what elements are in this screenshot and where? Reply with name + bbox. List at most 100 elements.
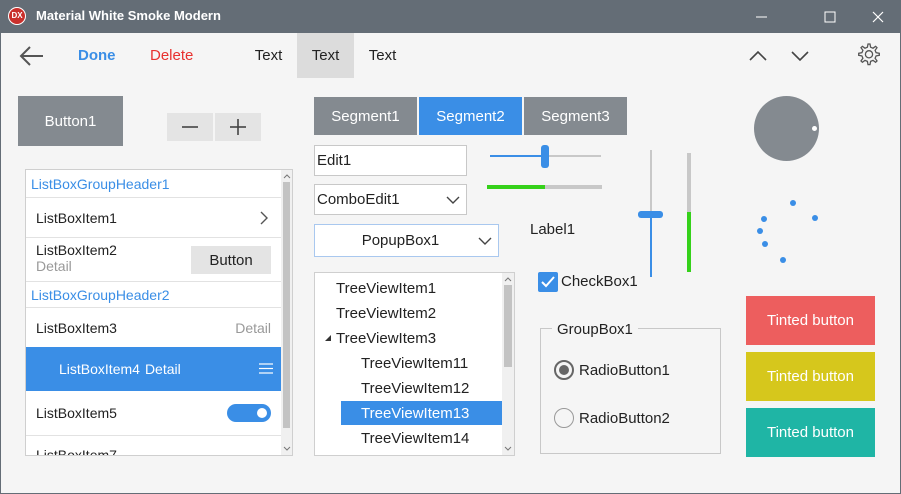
v-slider-empty [650,150,652,214]
tree-item[interactable]: TreeViewItem2 [336,305,437,322]
plus-icon [230,119,246,135]
list-item-label: ListBoxItem7 [36,447,117,456]
app-icon: DX [8,7,26,25]
text-button-3[interactable]: Text [368,47,397,64]
listbox-scrollbar[interactable] [281,170,292,455]
title-bar: DX Material White Smoke Modern [0,0,901,33]
label1: Label1 [530,221,576,238]
list-item-label: ListBoxItem1 [36,209,117,226]
maximize-icon [824,11,836,22]
list-item-selected[interactable]: ListBoxItem4 Detail [26,347,281,391]
list-item-detail: Detail [144,361,181,377]
chevron-down-icon [791,51,809,62]
h-progress-fill [487,185,545,189]
chevron-right-icon [260,211,268,225]
list-item-detail: Detail [36,258,72,274]
close-icon [872,11,884,22]
h-slider-fill [490,155,546,157]
text-button-1[interactable]: Text [254,47,283,64]
popup-box-value: PopupBox1 [361,232,440,249]
window-title: Material White Smoke Modern [36,8,221,23]
list-item[interactable]: ListBoxItem3 Detail [26,307,281,347]
popup-box[interactable]: PopupBox1 [314,224,499,257]
treeview[interactable]: TreeViewItem1 TreeViewItem2 TreeViewItem… [314,272,515,456]
radio1-circle[interactable] [554,360,574,380]
back-arrow-icon [19,46,43,66]
chevron-down-button[interactable] [790,46,810,66]
tinted-button-teal[interactable]: Tinted button [746,408,875,457]
groupbox1 [540,328,721,454]
segment-2[interactable]: Segment2 [419,97,522,135]
list-item-detail: Detail [235,320,271,336]
listbox-scroll-thumb[interactable] [283,182,290,428]
combo-edit[interactable]: ComboEdit1 [314,184,467,215]
list-item-button[interactable]: Button [191,246,271,274]
close-button[interactable] [855,0,901,33]
minimize-icon [756,16,767,17]
text-button-2[interactable]: Text [297,33,354,78]
list-item-label: ListBoxItem3 [36,319,117,336]
stepper-plus-button[interactable] [215,113,261,141]
tree-item[interactable]: TreeViewItem1 [336,280,437,297]
stepper-minus-button[interactable] [167,113,213,141]
list-item-label: ListBoxItem2 [36,242,117,258]
radio2-label[interactable]: RadioButton2 [579,410,670,427]
listbox-group-header-1: ListBoxGroupHeader1 [31,175,170,192]
done-button[interactable]: Done [78,47,116,64]
tree-item[interactable]: TreeViewItem11 [361,355,469,372]
listbox-group-header-2: ListBoxGroupHeader2 [26,281,281,307]
tree-item[interactable]: TreeViewItem14 [361,430,470,447]
tree-item[interactable]: TreeViewItem3 [336,330,437,347]
activity-indicator [757,200,818,263]
toggle-switch-knob [257,408,267,418]
h-slider-thumb[interactable] [541,145,549,168]
maximize-button[interactable] [807,0,853,33]
button1[interactable]: Button1 [18,96,123,146]
minus-icon [182,126,198,128]
list-item-label: ListBoxItem5 [36,405,117,421]
gear-icon [858,43,880,66]
chevron-down-icon [478,237,492,245]
delete-button[interactable]: Delete [150,47,194,64]
back-button[interactable] [18,44,46,68]
tree-expanded-icon [325,335,331,341]
check-icon [541,276,555,288]
arc-dial[interactable] [754,96,819,161]
toggle-switch[interactable] [227,404,271,422]
radio1-label[interactable]: RadioButton1 [579,362,670,379]
combo-edit-value: ComboEdit1 [317,191,400,208]
list-item[interactable]: ListBoxItem2 Detail Button [26,237,281,281]
menu-icon [259,363,273,374]
checkbox1-label[interactable]: CheckBox1 [561,273,638,290]
scroll-up-icon [504,277,512,282]
list-item[interactable]: ListBoxItem7 [26,435,281,456]
v-slider-thumb[interactable] [638,211,663,218]
tinted-button-yellow[interactable]: Tinted button [746,352,875,401]
arc-dial-indicator [812,126,817,131]
settings-button[interactable] [855,42,881,68]
tree-item-selected-bg [341,401,502,425]
chevron-up-icon [749,50,767,61]
treeview-scrollbar[interactable] [502,273,514,455]
segment-1[interactable]: Segment1 [314,97,417,135]
list-item[interactable]: ListBoxItem5 [26,391,281,435]
checkbox1-box[interactable] [538,272,558,292]
tree-item[interactable]: TreeViewItem12 [361,380,470,397]
chevron-up-button[interactable] [748,46,768,66]
v-progress-fill [687,212,691,272]
groupbox1-title: GroupBox1 [552,321,638,338]
list-item-label: ListBoxItem4 [59,361,140,377]
radio1-dot [559,365,569,375]
tree-item-selected[interactable]: TreeViewItem13 [361,405,470,422]
treeview-scroll-thumb[interactable] [504,285,512,367]
minimize-button[interactable] [739,0,785,33]
scroll-up-icon [283,174,291,179]
listbox[interactable]: ListBoxGroupHeader1 ListBoxItem1 ListBox… [25,169,293,456]
edit1-input[interactable]: Edit1 [314,145,467,176]
radio2-circle[interactable] [554,408,574,428]
segment-3[interactable]: Segment3 [524,97,627,135]
list-item[interactable]: ListBoxItem1 [26,197,281,237]
tinted-button-red[interactable]: Tinted button [746,296,875,345]
scroll-down-icon [283,446,291,451]
chevron-down-icon [446,196,460,204]
